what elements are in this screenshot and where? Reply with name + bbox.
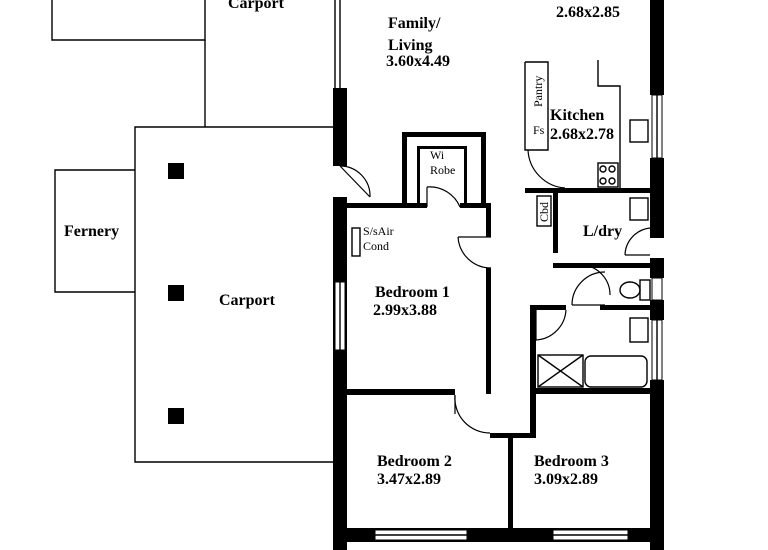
post xyxy=(168,408,184,424)
family-label-line2: Living xyxy=(388,37,432,54)
post xyxy=(168,163,184,179)
sair-label-line2: Cond xyxy=(363,239,389,253)
pantry-label: Pantry xyxy=(531,76,545,107)
carport-main-outline xyxy=(134,126,335,463)
interior-walls xyxy=(347,132,655,533)
wi-label: Wi xyxy=(430,148,445,162)
kitchen-label: Kitchen xyxy=(550,107,604,124)
air-cond-unit xyxy=(351,227,361,257)
carport-main-label: Carport xyxy=(219,292,276,309)
bedroom2-label: Bedroom 2 xyxy=(377,453,452,470)
carport-posts xyxy=(168,163,184,424)
robe-label: Robe xyxy=(430,163,455,177)
fs-label: Fs xyxy=(533,123,545,137)
bedroom3-label: Bedroom 3 xyxy=(534,453,609,470)
entry-door xyxy=(339,165,371,198)
bottom-windows xyxy=(374,529,629,541)
kitchen-dims: 2.68x2.78 xyxy=(550,126,614,143)
carport-top-label: Carport xyxy=(228,0,285,12)
fernery-outline xyxy=(54,169,135,293)
laundry-label: L/dry xyxy=(583,223,622,240)
cbd-label: Cbd xyxy=(537,202,551,222)
carport-top-outline xyxy=(51,0,206,127)
kitchen-fixtures xyxy=(524,60,649,189)
bedroom1-dims: 2.99x3.88 xyxy=(373,302,437,319)
dining-dims: 2.68x2.85 xyxy=(556,4,620,21)
bathroom-fixtures xyxy=(537,197,651,388)
fernery-label: Fernery xyxy=(64,223,119,240)
sair-label-line1: S/sAir xyxy=(363,224,394,238)
bedroom3-dims: 3.09x2.89 xyxy=(534,471,598,488)
right-windows xyxy=(651,94,663,381)
bedroom1-label: Bedroom 1 xyxy=(375,284,450,301)
interior-doors xyxy=(426,186,651,434)
post xyxy=(168,285,184,301)
family-dims: 3.60x4.49 xyxy=(386,53,450,70)
family-label-line1: Family/ xyxy=(388,15,441,32)
bedroom2-dims: 3.47x2.89 xyxy=(377,471,441,488)
bedroom1-window xyxy=(334,281,346,351)
